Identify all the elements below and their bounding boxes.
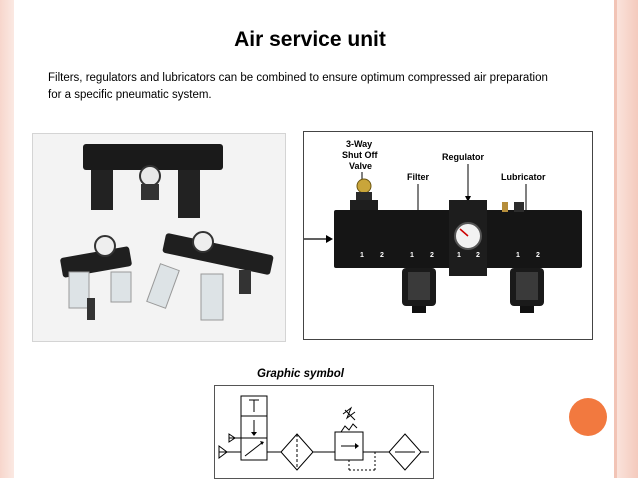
slide-description: Filters, regulators and lubricators can …: [48, 70, 593, 104]
label-shutoff-line2: Shut Off: [342, 150, 378, 160]
graphic-symbol-diagram: [214, 385, 434, 479]
port-number: 2: [476, 252, 480, 259]
label-shutoff-line3: Valve: [349, 161, 372, 171]
right-border-decoration: [614, 0, 638, 478]
frl-diagram: 3-Way Shut Off Valve Filter Regulator Lu…: [303, 131, 593, 340]
port-number: 1: [360, 252, 364, 259]
slide-title: Air service unit: [234, 28, 386, 51]
port-number: 1: [457, 252, 461, 259]
left-border-decoration: [0, 0, 14, 478]
description-line-2: for a specific pneumatic system.: [48, 89, 212, 101]
label-lubricator: Lubricator: [501, 172, 546, 182]
port-number: 2: [380, 252, 384, 259]
port-number: 1: [410, 252, 414, 259]
port-number: 2: [430, 252, 434, 259]
port-number: 1: [516, 252, 520, 259]
description-line-1: Filters, regulators and lubricators can …: [48, 72, 548, 84]
graphic-symbol-caption: Graphic symbol: [257, 368, 344, 380]
frl-units-photo: [32, 133, 286, 342]
label-regulator: Regulator: [442, 152, 485, 162]
accent-circle: [569, 398, 607, 436]
label-shutoff-line1: 3-Way: [346, 139, 372, 149]
label-filter: Filter: [407, 172, 430, 182]
port-number: 2: [536, 252, 540, 259]
